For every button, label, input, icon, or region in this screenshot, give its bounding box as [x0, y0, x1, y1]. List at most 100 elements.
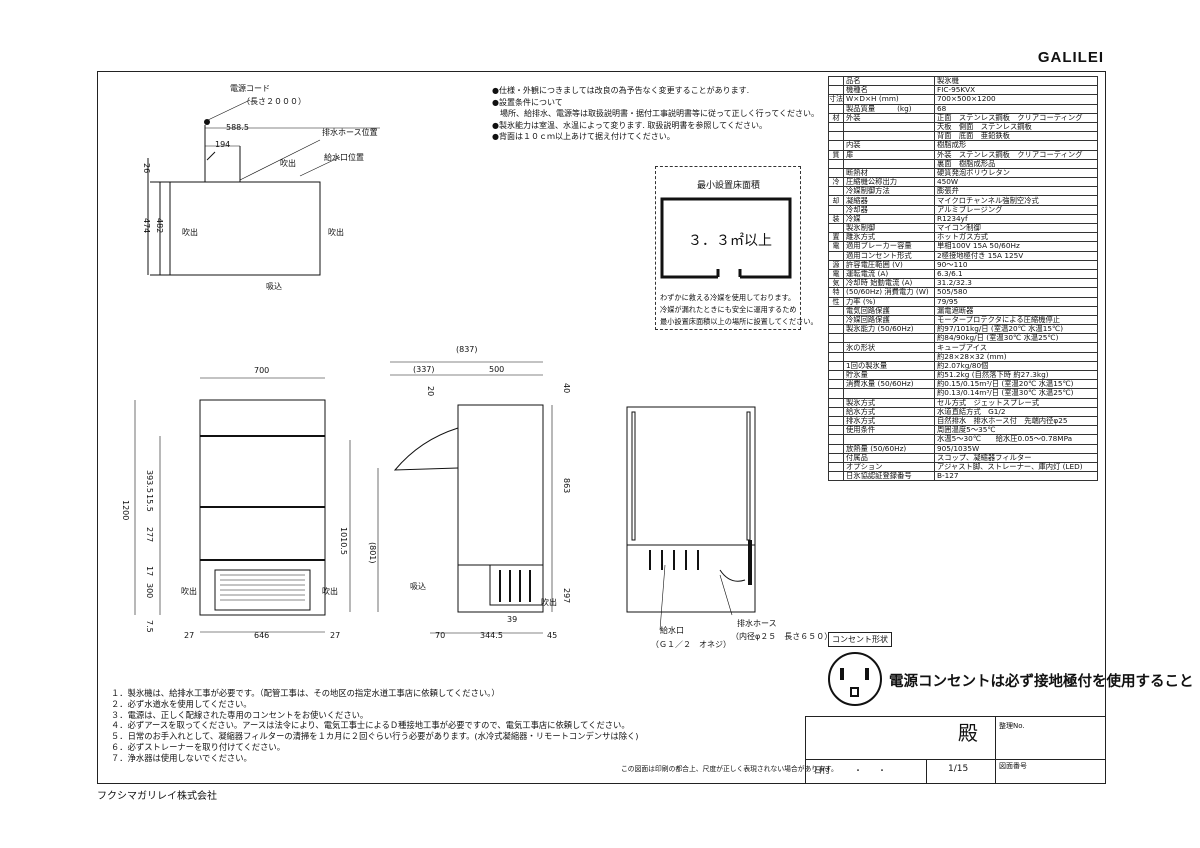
spec-value: 2極接地極付き 15A 125V — [934, 250, 1098, 261]
drawing-frame — [97, 71, 1106, 784]
spec-value: スコップ、凝縮器フィルター — [934, 452, 1098, 463]
install-area-value: ３．３㎡以上 — [688, 233, 772, 249]
spec-value: キューブアイス — [934, 342, 1098, 353]
spec-value: アジャスト脚、ストレーナー、庫内灯 (LED) — [934, 461, 1098, 473]
spec-group — [828, 369, 844, 381]
note-line: ●背面は１０ｃｍ以上あけて据え付けてください。 — [492, 132, 675, 142]
spec-label: 冷却器 — [843, 204, 935, 215]
water-inlet-spec: （Ｇ１／２ オネジ） — [651, 640, 731, 649]
spec-label — [843, 434, 935, 445]
spec-value: 漏電遮断器 — [934, 305, 1098, 316]
spec-group: 材 — [828, 112, 844, 123]
cord-length-label: （長さ２０００） — [242, 97, 306, 106]
dim-17: 17 — [145, 566, 154, 577]
spec-row: 品名製氷機 — [828, 75, 1098, 87]
spec-value: 膨張弁 — [934, 186, 1098, 197]
spec-row: 電適用ブレーカー容量単相100V 15A 50/60Hz — [828, 241, 1098, 252]
spec-group: 電 — [828, 268, 844, 280]
spec-value: マイコン制御 — [934, 222, 1098, 234]
spec-group — [828, 222, 844, 234]
spec-row: 給水方式水道直結方式 G1/2 — [828, 406, 1098, 417]
install-area-note: 冷媒が漏れたときにも安全に運用するため — [660, 305, 797, 314]
spec-label: オプション — [843, 461, 935, 473]
dim-15: 15.5 — [145, 494, 154, 512]
spec-value: 単相100V 15A 50/60Hz — [934, 241, 1098, 252]
spec-label: 消費水量 (50/60Hz) — [843, 379, 935, 390]
spec-row: 断熱材硬質発泡ポリウレタン — [828, 167, 1098, 179]
spec-value: 周囲温度5～35℃ — [934, 425, 1098, 436]
bottom-notes: １．製氷機は、給排水工事が必要です。（配管工事は、その地区の指定水道工事店に依頼… — [111, 688, 639, 764]
spec-group: 気 — [828, 278, 844, 289]
dim-474: 474 — [142, 218, 151, 234]
exhaust-label: 吹出 — [280, 159, 296, 168]
spec-row: 約0.13/0.14m³/日 (室温30℃ 水温25℃) — [828, 388, 1098, 399]
spec-group — [828, 443, 844, 454]
dim-70: 70 — [435, 631, 446, 640]
spec-label — [843, 131, 935, 142]
spec-value: 約28×28×32 (mm) — [934, 351, 1098, 362]
spec-value: 樹脂成形 — [934, 140, 1098, 151]
spec-label: 圧縮機公称出力 — [843, 177, 935, 188]
note-line: ７．浄水器は使用しないでください。 — [111, 752, 252, 763]
intake-label: 吸込 — [266, 282, 282, 291]
spec-row: 材外装正面 ステンレス鋼板 クリアコーティング — [828, 112, 1098, 123]
dim-20: 20 — [426, 386, 435, 397]
spec-row: 製氷制御マイコン制御 — [828, 222, 1098, 234]
water-inlet-position-label: 給水口位置 — [324, 153, 364, 162]
spec-group — [828, 397, 844, 408]
spec-value: 79/95 — [934, 296, 1098, 307]
spec-row: 内装樹脂成形 — [828, 140, 1098, 151]
spec-label: 断熱材 — [843, 167, 935, 179]
drain-hose-position-label: 排水ホース位置 — [322, 128, 378, 137]
spec-group — [828, 140, 844, 151]
spec-row: 質扉外装 ステンレス鋼板 クリアコーティング — [828, 149, 1098, 160]
spec-label: 付属品 — [843, 452, 935, 463]
spec-value: 68 — [934, 103, 1098, 114]
dim-39: 39 — [507, 615, 518, 624]
install-area-note: わずかに救える冷媒を使用しております。 — [660, 293, 796, 302]
spec-label: 製氷制御 — [843, 222, 935, 234]
spec-label: 力率 (%) — [843, 296, 935, 307]
dim-194: 194 — [215, 140, 231, 149]
install-area-note: 最小設置床面積以上の場所に設置してください。 — [660, 317, 818, 326]
spec-label — [843, 121, 935, 133]
spec-value: 硬質発泡ポリウレタン — [934, 167, 1098, 179]
spec-row: 性力率 (%)79/95 — [828, 296, 1098, 307]
grounded-outlet-icon — [828, 652, 882, 706]
spec-label — [843, 388, 935, 399]
spec-value: 505/580 — [934, 287, 1098, 298]
note-line: １．製氷機は、給排水工事が必要です。（配管工事は、その地区の指定水道工事店に依頼… — [111, 688, 500, 698]
spec-label — [843, 351, 935, 362]
spec-group — [828, 415, 844, 427]
spec-label: 扉 — [843, 149, 935, 160]
spec-row: 裏面 樹脂成形品 — [828, 158, 1098, 169]
spec-label: 製品質量 (kg) — [843, 103, 935, 114]
spec-label: 適用コンセント形式 — [843, 250, 935, 261]
spec-value: 700×500×1200 — [934, 94, 1098, 105]
spec-group: 電 — [828, 241, 844, 252]
intake-label: 吸込 — [410, 582, 426, 591]
rear-view-drawing — [626, 406, 756, 631]
spec-label: 冷媒 — [843, 213, 935, 225]
drawing-number-label: 図面番号 — [999, 762, 1027, 770]
spec-group — [828, 75, 844, 87]
spec-value: 905/1035W — [934, 443, 1098, 454]
spec-row: 製氷能力 (50/60Hz)約97/101kg/日 (室温20℃ 水温15℃) — [828, 324, 1098, 335]
spec-value: アルミブレージング — [934, 204, 1098, 215]
spec-row: 水温5～30℃ 給水圧0.05～0.78MPa — [828, 434, 1098, 445]
note-line: ４．必ずアースを取ってください。アースは法令により、電気工事士によるＤ種接地工事… — [111, 720, 630, 731]
spec-label — [843, 333, 935, 344]
dim-7-5: 7.5 — [145, 620, 154, 633]
spec-label: (50/60Hz) 消費電力 (W) — [843, 287, 935, 298]
spec-group — [828, 103, 844, 114]
addressee-suffix: 殿 — [958, 721, 978, 745]
spec-value: 天板 側面 ステンレス鋼板 — [934, 121, 1098, 133]
spec-row: 約28×28×32 (mm) — [828, 351, 1098, 362]
spec-value: 約2.07kg/80個 — [934, 360, 1098, 372]
note-line: 場所、給排水、電源等は取扱説明書・据付工事説明書等に従って正しく行ってください。 — [492, 109, 819, 119]
spec-row: 貯氷量約51.2kg (自然落下時 約27.3kg) — [828, 369, 1098, 381]
spec-label: 製氷能力 (50/60Hz) — [843, 324, 935, 335]
spec-label: 製氷方式 — [843, 397, 935, 408]
